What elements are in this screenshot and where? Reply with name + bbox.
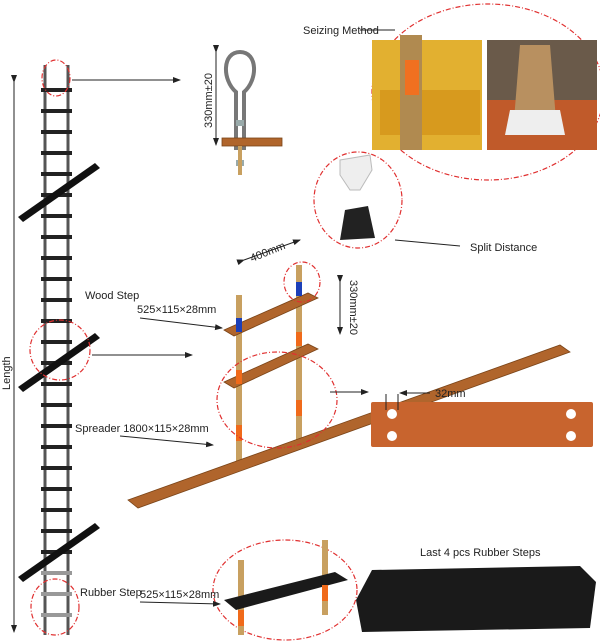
ladder-step [41, 487, 72, 491]
ladder-step [41, 298, 72, 302]
rubber-steps-title: Last 4 pcs Rubber Steps [420, 547, 541, 559]
step-top-view [371, 402, 593, 447]
split-distance-label: Split Distance [470, 242, 537, 254]
plastic-clamp-white [339, 154, 373, 191]
wood-step-assembly [127, 265, 571, 509]
ladder-step [41, 109, 72, 113]
ladder-rubber-step [41, 592, 72, 596]
ladder-step [41, 151, 72, 155]
callout-spreader-joint [216, 351, 338, 449]
ladder-step [41, 508, 72, 512]
callout-rubber-step [30, 578, 80, 636]
spreader-label: Spreader 1800×115×28mm [75, 423, 209, 435]
ladder-rubber-step [41, 613, 72, 617]
wood-step-label: Wood Step [85, 290, 139, 302]
ladder-spreader [18, 523, 100, 582]
seizing-photo-right [487, 40, 597, 150]
ladder-rubber-step [41, 571, 72, 575]
ladder-spreader [18, 163, 100, 222]
step-spacing-label: 330mm±20 [347, 280, 359, 335]
rubber-step-label: Rubber Step [80, 587, 142, 599]
ladder-spreader [18, 333, 100, 392]
spreader-bar [127, 344, 571, 509]
callout-spreader [29, 319, 91, 381]
ladder-step [41, 88, 72, 92]
callout-step-clamp [283, 261, 321, 303]
step-width-label: 400mm [249, 240, 288, 265]
wood-step-2 [223, 343, 319, 389]
rubber-step-dim-label: 525×115×28mm [140, 589, 219, 601]
rubber-step-photo [356, 566, 596, 632]
callout-rubber-step-detail [212, 539, 358, 641]
ladder-step [41, 214, 72, 218]
step-width-dimension [236, 239, 301, 266]
wood-step-dim-label: 525×115×28mm [137, 304, 216, 316]
length-label: Length [1, 356, 13, 390]
seizing-method-label: Seizing Method [303, 25, 379, 37]
rubber-step-leader [139, 600, 221, 607]
seizing-photo-left [372, 35, 482, 150]
ladder-step [41, 319, 72, 323]
ladder-step [41, 445, 72, 449]
hole-offset-label: 32mm [435, 388, 466, 400]
split-distance-leader [394, 239, 461, 247]
plastic-clamp-black [340, 206, 375, 240]
ladder-step [41, 130, 72, 134]
wood-step-1 [223, 292, 319, 337]
ladder-step [41, 466, 72, 470]
ladder-step [41, 235, 72, 239]
ladder-step [41, 277, 72, 281]
spreader-leader [119, 435, 214, 448]
ladder-step [41, 529, 72, 533]
ladder-step [41, 256, 72, 260]
ladder-step [41, 382, 72, 386]
callout-top-eye [41, 59, 71, 97]
ladder-overview [18, 65, 100, 635]
rubber-step-assembly [224, 540, 348, 635]
wood-step-leader [139, 317, 223, 331]
ladder-step [41, 424, 72, 428]
thimble-dimension-label: 330mm±20 [203, 73, 215, 128]
callout-split-clamp [313, 151, 403, 249]
ladder-step [41, 403, 72, 407]
thimble-detail [221, 50, 283, 175]
ladder-step [41, 172, 72, 176]
ladder-step [41, 340, 72, 344]
